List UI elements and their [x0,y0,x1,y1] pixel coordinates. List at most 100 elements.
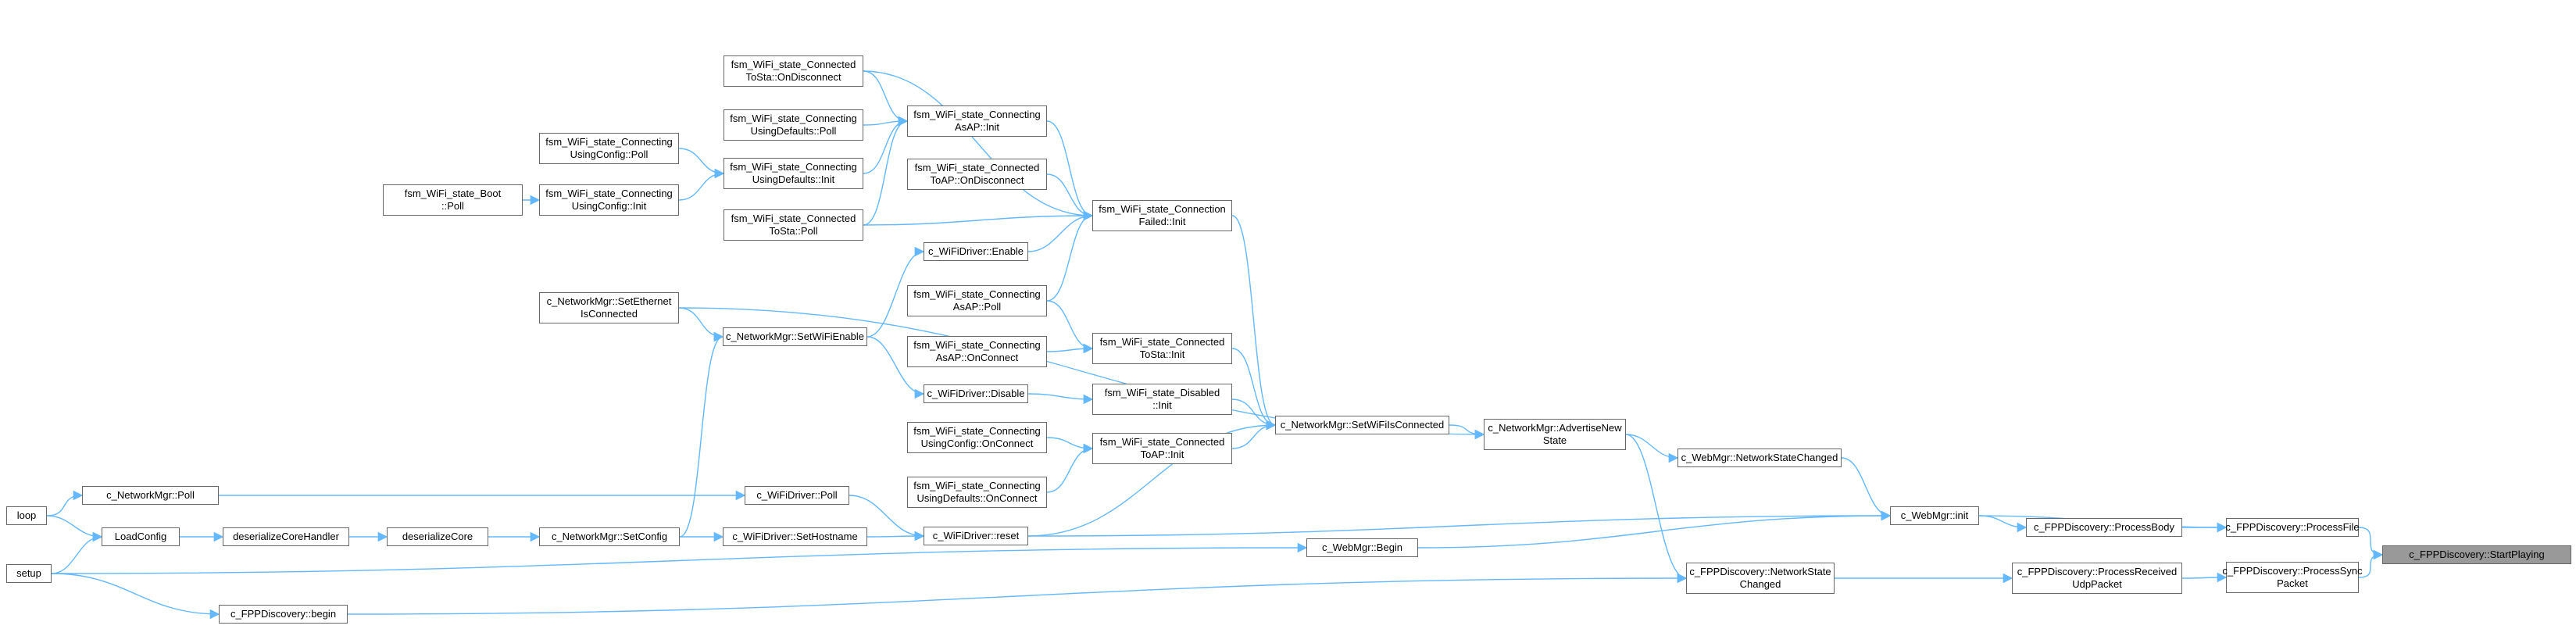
node-connected-tosta-ondisconnect[interactable]: fsm_WiFi_state_Connected ToSta::OnDiscon… [723,55,863,87]
node-fpp-network-state-changed[interactable]: c_FPPDiscovery::NetworkState Changed [1686,563,1835,594]
edge-load-config-to-loop [46,515,103,542]
node-label: fsm_WiFi_state_Boot ::Poll [404,188,502,212]
node-connecting-asap-poll[interactable]: fsm_WiFi_state_Connecting AsAP::Poll [907,285,1047,316]
node-wifidriver-poll[interactable]: c_WiFiDriver::Poll [745,486,849,505]
node-connecting-usingconfig-init[interactable]: fsm_WiFi_state_Connecting UsingConfig::I… [539,184,679,216]
edge-connecting-asap-init-to-connecting-usingdefaults-init [863,116,909,174]
edge-connection-failed-init-to-connecting-asap-poll [1046,210,1094,302]
node-deserialize-core[interactable]: deserializeCore [387,527,488,546]
node-label: c_WiFiDriver::Disable [927,388,1025,399]
node-connecting-usingdefaults-onconnect[interactable]: fsm_WiFi_state_Connecting UsingDefaults:… [907,477,1047,508]
edge-connecting-asap-init-to-connected-tosta-poll [863,116,909,226]
node-label: setup [16,567,41,579]
node-connected-tosta-poll[interactable]: fsm_WiFi_state_Connected ToSta::Poll [723,209,863,241]
edge-webmgr-init-to-webmgr-network-state-changed [1841,457,1892,521]
node-networkmgr-poll[interactable]: c_NetworkMgr::Poll [82,486,219,505]
edge-webmgr-network-state-changed-to-advertise-new-state [1625,434,1679,463]
node-label: fsm_WiFi_state_Connection Failed::Init [1099,203,1226,227]
node-process-received-udp[interactable]: c_FPPDiscovery::ProcessReceived UdpPacke… [2012,563,2182,594]
node-disabled-init[interactable]: fsm_WiFi_state_Disabled ::Init [1092,384,1232,415]
node-label: fsm_WiFi_state_Connecting UsingConfig::P… [545,136,673,160]
node-connecting-usingconfig-onconnect[interactable]: fsm_WiFi_state_Connecting UsingConfig::O… [907,422,1047,453]
node-advertise-new-state[interactable]: c_NetworkMgr::AdvertiseNew State [1484,419,1626,450]
node-set-wifi-is-connected[interactable]: c_NetworkMgr::SetWiFiIsConnected [1275,416,1449,434]
node-connecting-usingconfig-poll[interactable]: fsm_WiFi_state_Connecting UsingConfig::P… [539,133,679,164]
node-connected-tosta-init[interactable]: fsm_WiFi_state_Connected ToSta::Init [1092,333,1232,364]
node-wifidriver-reset[interactable]: c_WiFiDriver::reset [924,527,1028,545]
node-deserialize-core-handler[interactable]: deserializeCoreHandler [223,527,349,546]
node-wifidriver-enable[interactable]: c_WiFiDriver::Enable [924,242,1028,261]
node-setup[interactable]: setup [6,564,52,583]
node-connecting-usingdefaults-poll[interactable]: fsm_WiFi_state_Connecting UsingDefaults:… [723,109,863,141]
edge-connecting-usingdefaults-init-to-connecting-usingconfig-poll [678,148,725,179]
edge-set-wifi-is-connected-to-connected-tosta-init [1231,348,1277,431]
node-label: fsm_WiFi_state_Connecting AsAP::Init [913,109,1041,133]
node-set-wifi-enable[interactable]: c_NetworkMgr::SetWiFiEnable [723,327,867,346]
node-connecting-usingdefaults-init[interactable]: fsm_WiFi_state_Connecting UsingDefaults:… [723,158,863,189]
node-process-body[interactable]: c_FPPDiscovery::ProcessBody [2026,518,2182,537]
node-label: fsm_WiFi_state_Connecting UsingDefaults:… [730,161,857,185]
node-label: c_FPPDiscovery::ProcessReceived UdpPacke… [2017,566,2178,590]
node-label: c_FPPDiscovery::NetworkState Changed [1689,566,1831,590]
edge-start-playing-to-process-file [2358,527,2384,560]
node-label: LoadConfig [114,531,167,542]
node-label: fsm_WiFi_state_Connected ToSta::OnDiscon… [731,59,856,83]
node-fpp-begin[interactable]: c_FPPDiscovery::begin [219,605,348,624]
node-label: fsm_WiFi_state_Connecting UsingConfig::O… [913,425,1041,449]
edge-connecting-usingdefaults-init-to-connecting-usingconfig-init [678,168,725,201]
node-label: c_NetworkMgr::SetEthernet IsConnected [546,295,672,320]
edge-set-wifi-enable-to-networkmgr-set-config [679,331,724,538]
node-webmgr-init[interactable]: c_WebMgr::init [1890,506,1979,525]
node-label: c_NetworkMgr::SetWiFiIsConnected [1280,419,1445,431]
node-label: c_NetworkMgr::Poll [106,489,195,501]
node-label: c_WiFiDriver::SetHostname [732,531,858,542]
node-process-file[interactable]: c_FPPDiscovery::ProcessFile [2225,518,2360,537]
edge-wifidriver-reset-to-wifidriver-poll [849,495,925,541]
node-label: fsm_WiFi_state_Connecting UsingConfig::I… [545,188,673,212]
node-loop[interactable]: loop [6,506,47,525]
edge-connected-tosta-init-to-connecting-asap-poll [1046,300,1094,354]
edge-fpp-network-state-changed-to-fpp-begin [347,573,1688,615]
edge-webmgr-begin-to-setup [51,542,1308,574]
node-connected-toap-ondisconnect[interactable]: fsm_WiFi_state_Connected ToAP::OnDisconn… [907,159,1047,190]
node-wifidriver-disable[interactable]: c_WiFiDriver::Disable [924,384,1028,403]
node-label: fsm_WiFi_state_Connected ToSta::Poll [731,213,856,237]
edge-wifidriver-disable-to-set-wifi-enable [866,336,925,399]
node-label: fsm_WiFi_state_Disabled ::Init [1104,387,1220,411]
node-set-ethernet-is-connected[interactable]: c_NetworkMgr::SetEthernet IsConnected [539,292,679,323]
node-webmgr-network-state-changed[interactable]: c_WebMgr::NetworkStateChanged [1677,449,1842,467]
edge-webmgr-init-to-wifidriver-reset [1027,510,1892,537]
edge-set-wifi-is-connected-to-disabled-init [1231,398,1277,431]
node-label: c_WiFiDriver::reset [932,530,1020,541]
node-process-sync-packet[interactable]: c_FPPDiscovery::ProcessSync Packet [2222,562,2363,593]
edge-set-wifi-is-connected-to-connected-toap-init [1231,420,1277,449]
node-connection-failed-init[interactable]: fsm_WiFi_state_Connection Failed::Init [1092,200,1232,231]
node-connecting-asap-onconnect[interactable]: fsm_WiFi_state_Connecting AsAP::OnConnec… [907,336,1047,367]
edge-wifidriver-reset-to-wifidriver-set-hostname [866,531,925,541]
edge-fpp-begin-to-setup [51,573,220,620]
node-label: c_FPPDiscovery::begin [230,608,337,620]
edge-process-body-to-webmgr-init [1978,515,2028,533]
node-connected-toap-init[interactable]: fsm_WiFi_state_Connected ToAP::Init [1092,433,1232,464]
node-load-config[interactable]: LoadConfig [102,527,180,546]
node-label: c_WebMgr::init [1900,509,1969,521]
node-state-boot-poll[interactable]: fsm_WiFi_state_Boot ::Poll [383,184,523,216]
node-label: fsm_WiFi_state_Connecting AsAP::OnConnec… [913,339,1041,363]
node-label: c_FPPDiscovery::ProcessFile [2225,521,2360,533]
edge-fpp-network-state-changed-to-advertise-new-state [1625,434,1688,584]
node-label: c_FPPDiscovery::ProcessSync Packet [2222,565,2363,589]
node-networkmgr-set-config[interactable]: c_NetworkMgr::SetConfig [539,527,680,546]
node-label: c_WiFiDriver::Enable [927,245,1024,257]
edge-connection-failed-init-to-connecting-asap-init [1046,120,1094,221]
node-label: fsm_WiFi_state_Connected ToAP::OnDisconn… [914,162,1040,186]
node-label: deserializeCoreHandler [233,531,339,542]
edge-advertise-new-state-to-set-wifi-is-connected [1449,424,1485,440]
edge-disabled-init-to-wifidriver-disable [1027,393,1094,405]
node-start-playing: c_FPPDiscovery::StartPlaying [2382,545,2571,564]
edge-process-sync-packet-to-process-received-udp [2181,572,2228,583]
node-wifidriver-set-hostname[interactable]: c_WiFiDriver::SetHostname [723,527,867,546]
node-label: c_FPPDiscovery::StartPlaying [2409,549,2545,560]
node-connecting-asap-init[interactable]: fsm_WiFi_state_Connecting AsAP::Init [907,105,1047,137]
node-label: c_NetworkMgr::AdvertiseNew State [1488,422,1622,446]
node-webmgr-begin[interactable]: c_WebMgr::Begin [1306,538,1418,557]
